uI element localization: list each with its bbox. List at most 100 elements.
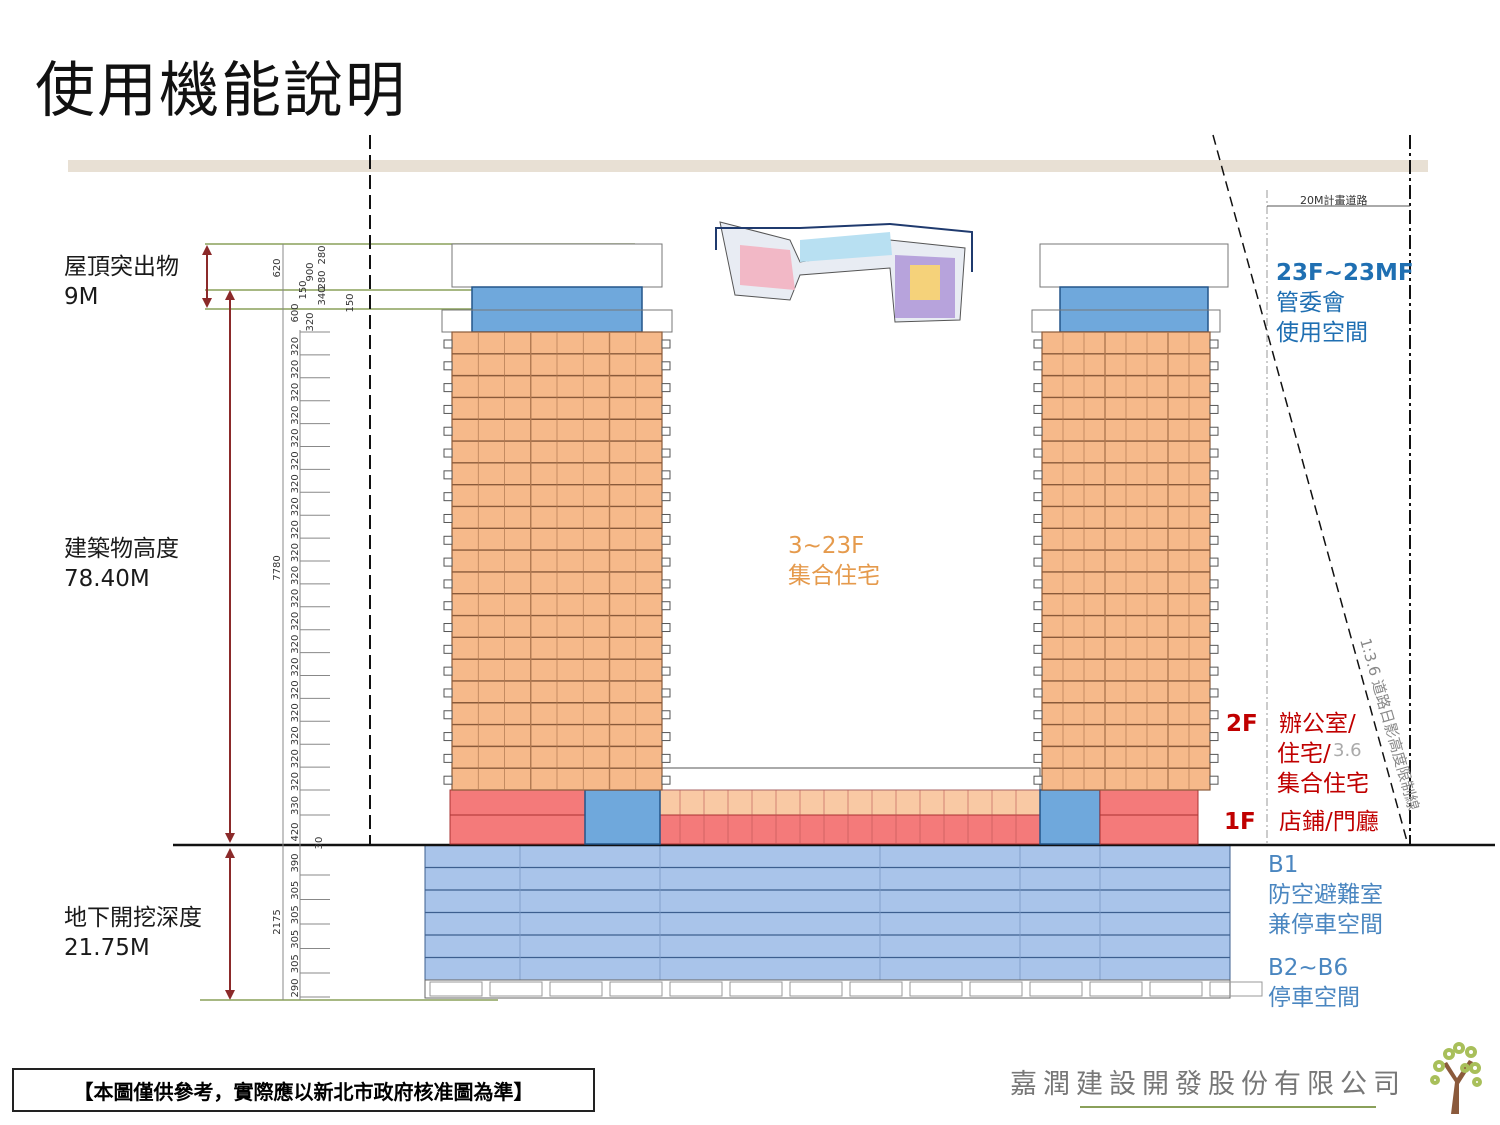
roof-label-value: 9M xyxy=(64,284,99,310)
foundation-cell xyxy=(429,981,483,997)
balcony xyxy=(1209,753,1219,763)
balcony xyxy=(1209,579,1219,589)
depth-label-name: 地下開挖深度 xyxy=(64,905,202,931)
balcony xyxy=(1033,688,1043,698)
dim-floor-height: 320 xyxy=(290,749,301,768)
balcony xyxy=(661,470,671,480)
balcony xyxy=(1033,535,1043,545)
dim-roof-part: 280 xyxy=(317,270,328,289)
balcony xyxy=(1033,775,1043,785)
right-roof-frame xyxy=(1039,243,1229,288)
balcony xyxy=(661,383,671,393)
balcony xyxy=(661,492,671,502)
dim-height-total: 7780 xyxy=(272,555,283,580)
dim-floor-height: 320 xyxy=(290,543,301,562)
balcony xyxy=(1033,601,1043,611)
foundation-cell xyxy=(909,981,963,997)
balcony xyxy=(443,383,453,393)
dim-basement-height: 290 xyxy=(290,978,301,997)
balcony xyxy=(443,448,453,458)
b1-floor: B1 xyxy=(1268,852,1299,878)
balcony xyxy=(1033,710,1043,720)
balcony xyxy=(661,426,671,436)
dim-floor-height: 320 xyxy=(290,383,301,402)
balcony xyxy=(1033,557,1043,567)
depth-dimension-arrow-head xyxy=(225,990,235,1000)
top-band xyxy=(68,160,1428,172)
balcony xyxy=(1033,753,1043,763)
residential-use: 集合住宅 xyxy=(788,563,880,589)
dim-ground-offset: 30 xyxy=(314,837,325,850)
site-plan-zone xyxy=(800,232,892,262)
balcony xyxy=(661,557,671,567)
foundation-cell xyxy=(849,981,903,997)
dim-floor-height: 320 xyxy=(290,474,301,493)
balcony xyxy=(1209,404,1219,414)
dim-roof-part: 340 xyxy=(317,286,328,305)
foundation-cell xyxy=(1029,981,1083,997)
height-label-value: 78.40M xyxy=(64,566,150,592)
f1-floor: 1F xyxy=(1224,809,1256,835)
b2b6-floor: B2~B6 xyxy=(1268,955,1349,981)
depth-label-value: 21.75M xyxy=(64,935,150,961)
balcony xyxy=(661,361,671,371)
balcony xyxy=(1209,557,1219,567)
balcony xyxy=(661,753,671,763)
roof-use-line2: 使用空間 xyxy=(1276,320,1368,346)
balcony xyxy=(1209,623,1219,633)
balcony xyxy=(1033,623,1043,633)
balcony xyxy=(661,404,671,414)
balcony xyxy=(1033,361,1043,371)
balcony xyxy=(661,601,671,611)
balcony xyxy=(1209,644,1219,654)
roof-use-line1: 管委會 xyxy=(1276,290,1345,316)
balcony xyxy=(661,732,671,742)
balcony xyxy=(443,492,453,502)
height-dimension-arrow-head xyxy=(225,833,235,843)
balcony xyxy=(443,535,453,545)
f2-line1: 辦公室/ xyxy=(1279,711,1356,737)
dim-roof-total: 620 xyxy=(272,258,283,277)
balcony xyxy=(661,535,671,545)
balcony xyxy=(1209,492,1219,502)
balcony xyxy=(1209,339,1219,349)
f1-use: 店鋪/門廳 xyxy=(1279,809,1379,835)
dim-roof-part: 150 xyxy=(345,293,356,312)
roof-label-name: 屋頂突出物 xyxy=(64,254,179,280)
dim-basement-height: 305 xyxy=(290,905,301,924)
dim-floor-height: 320 xyxy=(290,680,301,699)
dim-basement-height: 305 xyxy=(290,930,301,949)
balcony xyxy=(1033,492,1043,502)
dim-floor-height: 320 xyxy=(290,566,301,585)
balcony xyxy=(1209,732,1219,742)
balcony xyxy=(443,426,453,436)
balcony xyxy=(1209,710,1219,720)
dim-floor-height: 320 xyxy=(290,612,301,631)
shadow-limit-line xyxy=(1212,134,1409,846)
dim-floor-height: 420 xyxy=(290,822,301,841)
balcony xyxy=(443,623,453,633)
foundation-cell xyxy=(669,981,723,997)
dim-floor-height: 320 xyxy=(290,658,301,677)
balcony xyxy=(443,775,453,785)
roof-dimension-arrow-head xyxy=(202,245,212,255)
height-label-name: 建築物高度 xyxy=(64,536,179,562)
foundation-cell xyxy=(1149,981,1203,997)
balcony xyxy=(661,513,671,523)
dim-roof-part: 150 xyxy=(298,280,309,299)
site-plan-zone xyxy=(910,265,940,300)
podium-roof-rooms xyxy=(659,767,1041,791)
roof-dimension-arrow-head xyxy=(202,298,212,308)
balcony xyxy=(661,688,671,698)
balcony xyxy=(1209,775,1219,785)
balcony xyxy=(661,579,671,589)
balcony xyxy=(1209,688,1219,698)
balcony xyxy=(1033,426,1043,436)
left-base-retail xyxy=(449,789,586,845)
podium-1f xyxy=(659,814,1041,845)
foundation-cell xyxy=(1089,981,1143,997)
balcony xyxy=(1033,404,1043,414)
dim-floor-height: 320 xyxy=(290,337,301,356)
balcony xyxy=(443,470,453,480)
balcony xyxy=(443,688,453,698)
